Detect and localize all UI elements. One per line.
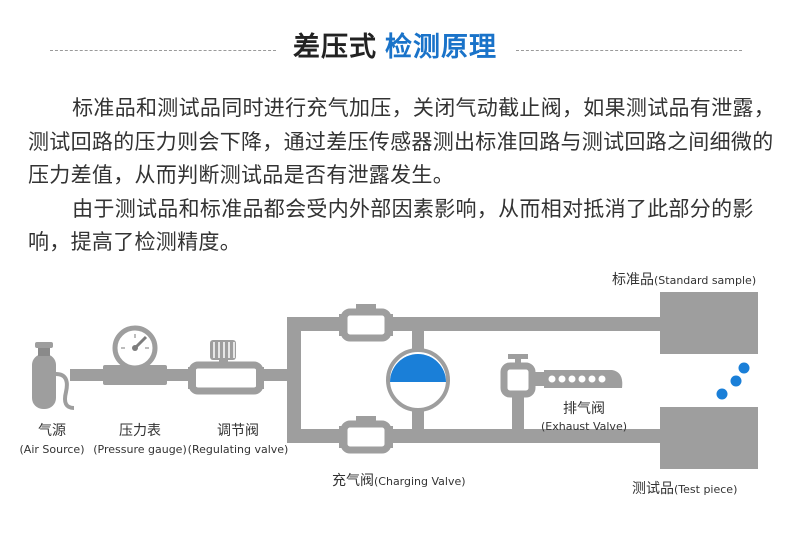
label-test-piece: 测试品(Test piece) bbox=[632, 481, 737, 497]
label-test-piece-en: (Test piece) bbox=[674, 483, 737, 496]
label-standard-sample: 标准品(Standard sample) bbox=[612, 272, 756, 288]
label-air-source-en: (Air Source) bbox=[20, 443, 85, 456]
title-part2: 检测原理 bbox=[385, 32, 497, 63]
label-charging-valve-en: (Charging Valve) bbox=[374, 475, 466, 488]
description: 标准品和测试品同时进行充气加压，关闭气动截止阀，如果测试品有泄露，测试回路的压力… bbox=[28, 92, 776, 260]
label-regulating-valve: 调节阀 bbox=[217, 423, 259, 439]
standard-charging-valve-icon bbox=[339, 304, 393, 342]
air-source-icon bbox=[32, 342, 75, 410]
muffler-icon bbox=[544, 370, 623, 388]
label-pressure-gauge-en: (Pressure gauge) bbox=[93, 443, 187, 456]
title-part1: 差压式 bbox=[293, 32, 377, 63]
standard-sample-block bbox=[660, 292, 758, 354]
label-test-piece-cn: 测试品 bbox=[632, 481, 674, 497]
label-pressure-gauge: 压力表 bbox=[119, 423, 161, 439]
title-divider-left bbox=[50, 50, 276, 51]
regulating-valve-icon bbox=[188, 340, 264, 395]
test-piece-block bbox=[660, 407, 758, 469]
title-divider-right bbox=[516, 50, 742, 51]
pressure-gauge-icon bbox=[103, 325, 167, 385]
test-charging-valve-icon bbox=[339, 416, 393, 454]
differential-pressure-sensor-icon bbox=[386, 348, 450, 412]
label-exhaust-valve-en: (Exhaust Valve) bbox=[541, 420, 627, 433]
description-paragraph-1: 标准品和测试品同时进行充气加压，关闭气动截止阀，如果测试品有泄露，测试回路的压力… bbox=[28, 96, 775, 187]
leak-bubbles-icon bbox=[716, 362, 750, 400]
label-charging-valve-cn: 充气阀 bbox=[332, 473, 374, 489]
label-charging-valve: 充气阀(Charging Valve) bbox=[332, 473, 466, 489]
label-regulating-valve-en: (Regulating valve) bbox=[188, 443, 289, 456]
page-title: 差压式检测原理 bbox=[0, 28, 790, 68]
label-air-source: 气源 bbox=[38, 423, 66, 439]
label-exhaust-valve: 排气阀 bbox=[563, 401, 605, 417]
leak-test-diagram: 气源 (Air Source) 压力表 (Pressure gauge) 调节阀… bbox=[20, 272, 758, 497]
label-standard-sample-cn: 标准品 bbox=[612, 272, 654, 288]
exhaust-valve-icon bbox=[500, 354, 546, 398]
label-standard-sample-en: (Standard sample) bbox=[654, 274, 756, 287]
description-paragraph-2: 由于测试品和标准品都会受内外部因素影响，从而相对抵消了此部分的影响，提高了检测精… bbox=[28, 196, 754, 255]
